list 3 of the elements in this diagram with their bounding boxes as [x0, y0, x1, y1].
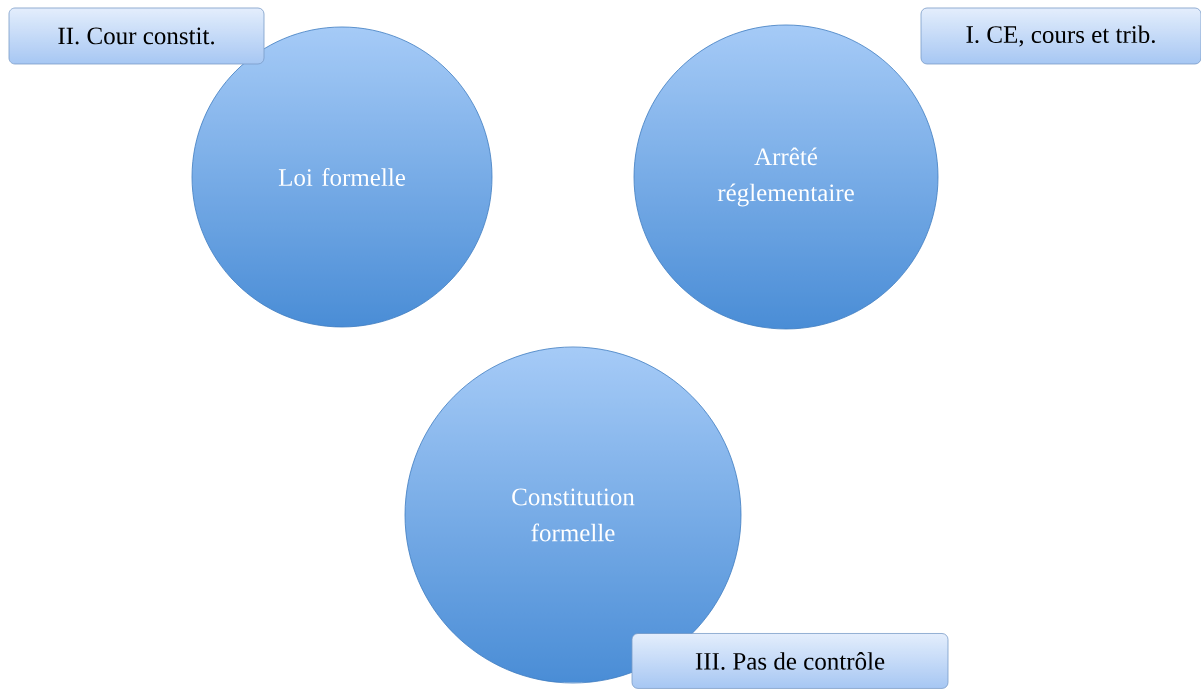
- label-box: III. Pas de contrôle: [631, 633, 949, 689]
- label-box: II. Cour constit.: [8, 7, 265, 65]
- label-box: I. CE, cours et trib.: [920, 7, 1201, 65]
